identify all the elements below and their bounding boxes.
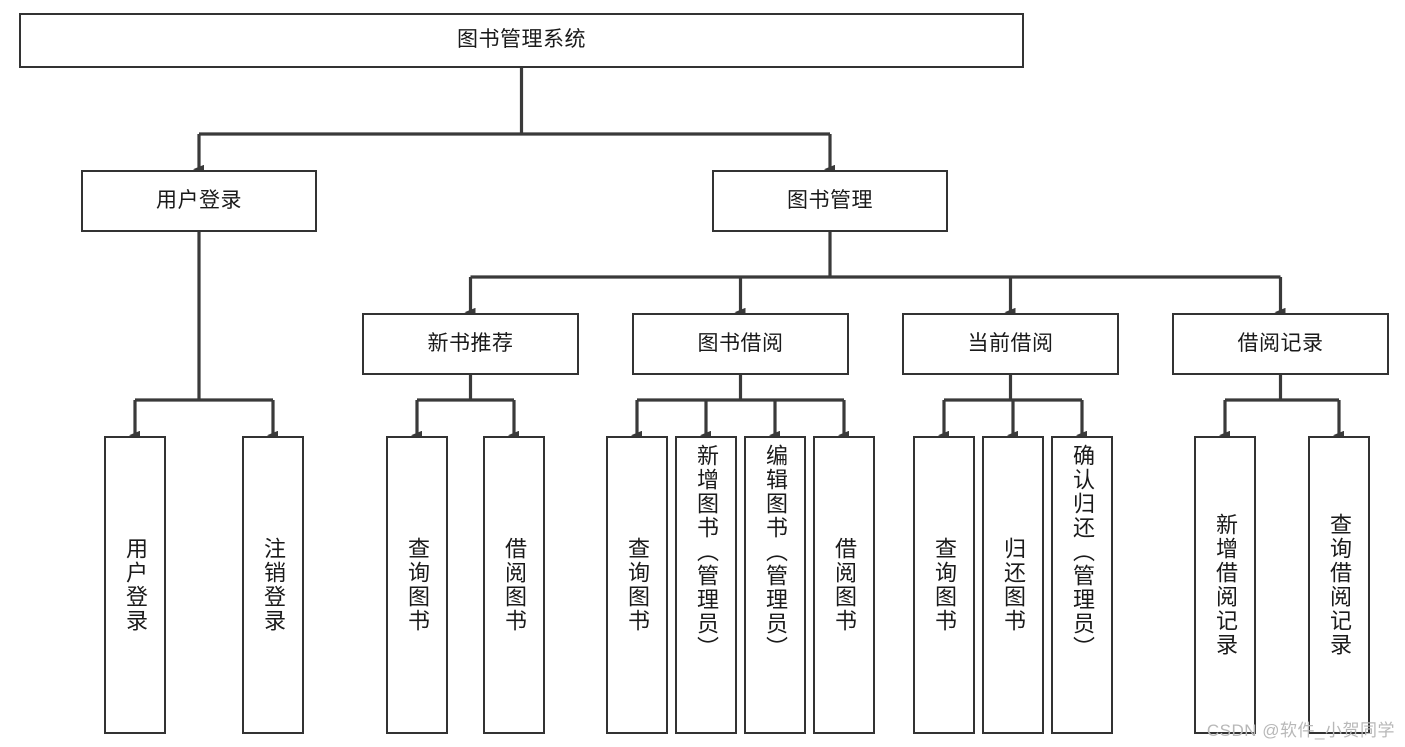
node-leaf-user-logout[interactable]: 注销登录 [242, 436, 304, 734]
node-leaf-add-borrow-record[interactable]: 新增借阅记录 [1194, 436, 1256, 734]
node-borrow-record[interactable]: 借阅记录 [1172, 313, 1389, 375]
node-label: 用户登录 [156, 188, 242, 212]
node-label: 查询图书 [932, 537, 957, 633]
node-label: 新增借阅记录 [1213, 513, 1238, 657]
node-leaf-return-book[interactable]: 归还图书 [982, 436, 1044, 734]
node-leaf-new-borrow-book[interactable]: 借阅图书 [483, 436, 545, 734]
node-book-management-module[interactable]: 图书管理 [712, 170, 948, 232]
node-label: 借阅图书 [832, 537, 857, 633]
node-label: 用户登录 [123, 537, 148, 633]
node-leaf-query-borrow-record[interactable]: 查询借阅记录 [1308, 436, 1370, 734]
node-leaf-borrow-query-book[interactable]: 查询图书 [606, 436, 668, 734]
watermark: CSDN @软件_小贺同学 [1206, 721, 1395, 740]
node-new-book-recommend[interactable]: 新书推荐 [362, 313, 579, 375]
node-label: 当前借阅 [967, 331, 1054, 355]
node-label: 新书推荐 [427, 331, 514, 355]
node-book-borrow[interactable]: 图书借阅 [632, 313, 849, 375]
node-current-borrow[interactable]: 当前借阅 [902, 313, 1119, 375]
node-leaf-confirm-return-admin[interactable]: 确认归还（管理员） [1051, 436, 1113, 734]
node-label: 借阅图书 [502, 537, 527, 633]
node-label: 查询图书 [625, 537, 650, 633]
node-label: 图书借阅 [697, 331, 784, 355]
node-label: 借阅记录 [1237, 331, 1324, 355]
node-label: 确认归还（管理员） [1070, 444, 1095, 660]
node-root[interactable]: 图书管理系统 [19, 13, 1024, 68]
node-leaf-edit-book-admin[interactable]: 编辑图书（管理员） [744, 436, 806, 734]
node-label: 查询借阅记录 [1327, 513, 1352, 657]
node-user-login-module[interactable]: 用户登录 [81, 170, 317, 232]
node-label: 图书管理 [787, 188, 873, 212]
node-leaf-new-query-book[interactable]: 查询图书 [386, 436, 448, 734]
node-label: 查询图书 [405, 537, 430, 633]
node-leaf-user-login[interactable]: 用户登录 [104, 436, 166, 734]
node-leaf-borrow-book[interactable]: 借阅图书 [813, 436, 875, 734]
node-leaf-current-query-book[interactable]: 查询图书 [913, 436, 975, 734]
node-label: 编辑图书（管理员） [763, 444, 788, 660]
node-label: 注销登录 [261, 537, 286, 633]
node-leaf-add-book-admin[interactable]: 新增图书（管理员） [675, 436, 737, 734]
node-label: 新增图书（管理员） [694, 444, 719, 660]
node-label: 归还图书 [1001, 537, 1026, 633]
node-label: 图书管理系统 [457, 28, 586, 52]
